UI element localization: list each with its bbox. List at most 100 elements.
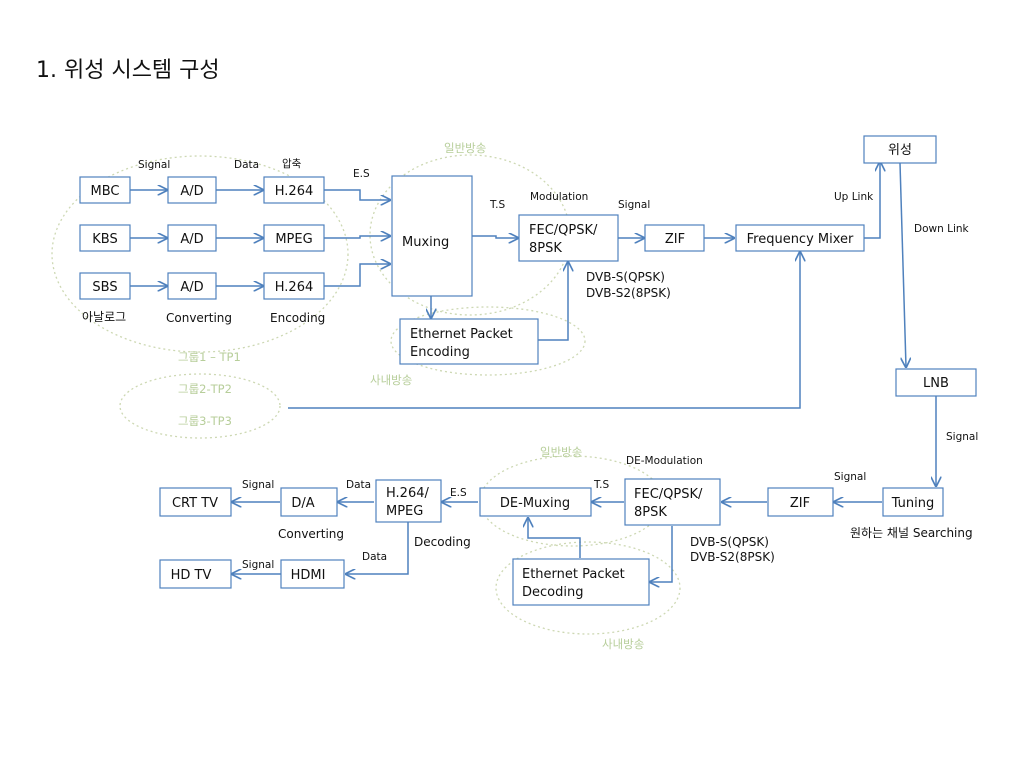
node-ethernet-decoding: Ethernet Packet Decoding xyxy=(512,558,650,606)
node-label: MBC xyxy=(91,184,120,199)
node-zif-rx: ZIF xyxy=(767,487,834,517)
label-signal-top: Signal xyxy=(138,159,170,171)
node-label-line2: 8PSK xyxy=(529,241,562,256)
label-dvb-s2-rx: DVB-S2(8PSK) xyxy=(690,550,775,564)
edge-satellite-lnb xyxy=(899,162,906,367)
edge-mpeg-mux xyxy=(324,236,390,238)
node-label: A/D xyxy=(180,184,203,199)
node-lnb: LNB xyxy=(895,368,977,397)
label-modulation: Modulation xyxy=(530,191,588,203)
label-decoding: Decoding xyxy=(414,535,471,549)
node-label-line1: FEC/QPSK/ xyxy=(529,223,598,238)
node-label-line1: Ethernet Packet xyxy=(410,327,513,342)
edge-fec-ethdec xyxy=(650,526,673,582)
label-signal-crt: Signal xyxy=(242,479,274,491)
node-label-line2: Decoding xyxy=(522,585,583,600)
node-ethernet-encoding: Ethernet Packet Encoding xyxy=(399,318,539,365)
node-label: HDMI xyxy=(291,568,326,583)
node-label: HD TV xyxy=(171,568,212,583)
label-dvb-s2-tx: DVB-S2(8PSK) xyxy=(586,286,671,300)
label-analog: 아날로그 xyxy=(82,310,126,324)
label-encoding: Encoding xyxy=(270,311,325,325)
edge-mixer-satellite xyxy=(864,162,880,239)
node-label-line1: H.264/ xyxy=(386,486,429,501)
node-mbc: MBC xyxy=(79,176,131,204)
node-hd-tv: HD TV xyxy=(159,559,232,589)
edge-tp-mixer xyxy=(288,252,800,409)
node-satellite: 위성 xyxy=(863,135,937,164)
node-label: CRT TV xyxy=(172,496,218,511)
group-label-tp1: 그룹1 – TP1 xyxy=(178,350,241,364)
label-dvb-s-tx: DVB-S(QPSK) xyxy=(586,270,665,284)
label-compress: 압축 xyxy=(282,157,302,170)
node-hdmi: HDMI xyxy=(280,559,345,589)
node-h264-encoder: H.264 xyxy=(263,176,325,204)
page-title: 1. 위성 시스템 구성 xyxy=(36,58,220,83)
node-label-line2: MPEG xyxy=(386,504,423,519)
label-converting-top: Converting xyxy=(166,311,232,325)
node-label: ZIF xyxy=(665,232,685,247)
group-label-general-top: 일반방송 xyxy=(444,141,486,155)
edge-h264a-mux xyxy=(324,189,390,200)
label-de-modulation: DE-Modulation xyxy=(626,455,703,467)
node-fec-tx: FEC/QPSK/ 8PSK xyxy=(518,214,619,262)
node-label: A/D xyxy=(180,232,203,247)
label-uplink: Up Link xyxy=(834,191,874,203)
edge-h264b-mux xyxy=(324,264,390,287)
node-de-muxing: DE-Muxing xyxy=(479,487,592,517)
node-ad-1: A/D xyxy=(167,176,217,204)
label-channel-search: 원하는 채널 Searching xyxy=(850,526,973,540)
node-mpeg-encoder: MPEG xyxy=(263,224,325,252)
node-label: Frequency Mixer xyxy=(747,232,854,247)
node-label: DE-Muxing xyxy=(500,496,570,511)
label-signal-hdtv: Signal xyxy=(242,559,274,571)
label-signal-lnb: Signal xyxy=(946,431,978,443)
node-label: KBS xyxy=(92,232,117,247)
node-label-line2: 8PSK xyxy=(634,505,667,520)
label-ts-bottom: T.S xyxy=(593,479,610,491)
analog-group-outline xyxy=(51,155,349,353)
edge-h264-hdmi xyxy=(346,520,409,574)
node-zif-tx: ZIF xyxy=(644,224,705,252)
label-downlink: Down Link xyxy=(914,223,970,235)
label-data-bottom: Data xyxy=(346,479,371,491)
group-label-tp2: 그룹2-TP2 xyxy=(178,382,232,396)
node-label: ZIF xyxy=(790,496,810,511)
node-ad-3: A/D xyxy=(167,272,217,300)
node-h264-mpeg-decoder: H.264/ MPEG xyxy=(375,479,442,523)
node-label: H.264 xyxy=(275,280,314,295)
node-label-line1: Ethernet Packet xyxy=(522,567,625,582)
inhouse-broadcast-top-outline xyxy=(390,306,586,376)
node-label: H.264 xyxy=(275,184,314,199)
tp-group-outline xyxy=(119,373,281,439)
group-label-inhouse-bottom: 사내방송 xyxy=(602,637,644,651)
label-signal-tuning: Signal xyxy=(834,471,866,483)
edge-eth-fec xyxy=(538,262,568,341)
node-fec-rx: FEC/QPSK/ 8PSK xyxy=(624,478,721,526)
node-crt-tv: CRT TV xyxy=(159,487,232,517)
group-label-inhouse-top: 사내방송 xyxy=(370,373,412,387)
node-label: Muxing xyxy=(402,235,449,250)
label-signal-mod: Signal xyxy=(618,199,650,211)
group-label-general-bottom: 일반방송 xyxy=(540,445,582,459)
label-es-bottom: E.S xyxy=(450,487,467,499)
group-label-tp3: 그룹3-TP3 xyxy=(178,414,232,428)
node-ad-2: A/D xyxy=(167,224,217,252)
edges xyxy=(130,162,936,582)
node-label: Tuning xyxy=(891,496,935,511)
label-data-top: Data xyxy=(234,159,259,171)
node-label: MPEG xyxy=(275,232,312,247)
label-converting-bottom: Converting xyxy=(278,527,344,541)
node-kbs: KBS xyxy=(79,224,131,252)
inhouse-broadcast-bottom-outline xyxy=(495,541,681,635)
label-ts-top: T.S xyxy=(489,199,506,211)
label-es-top: E.S xyxy=(353,168,370,180)
node-h264-encoder-2: H.264 xyxy=(263,272,325,300)
node-label: LNB xyxy=(923,376,949,391)
edge-ethdec-demux xyxy=(528,518,581,558)
node-frequency-mixer: Frequency Mixer xyxy=(735,224,865,252)
node-label: 위성 xyxy=(888,143,912,158)
node-label: D/A xyxy=(291,496,314,511)
edge-mux-fec xyxy=(472,236,518,238)
